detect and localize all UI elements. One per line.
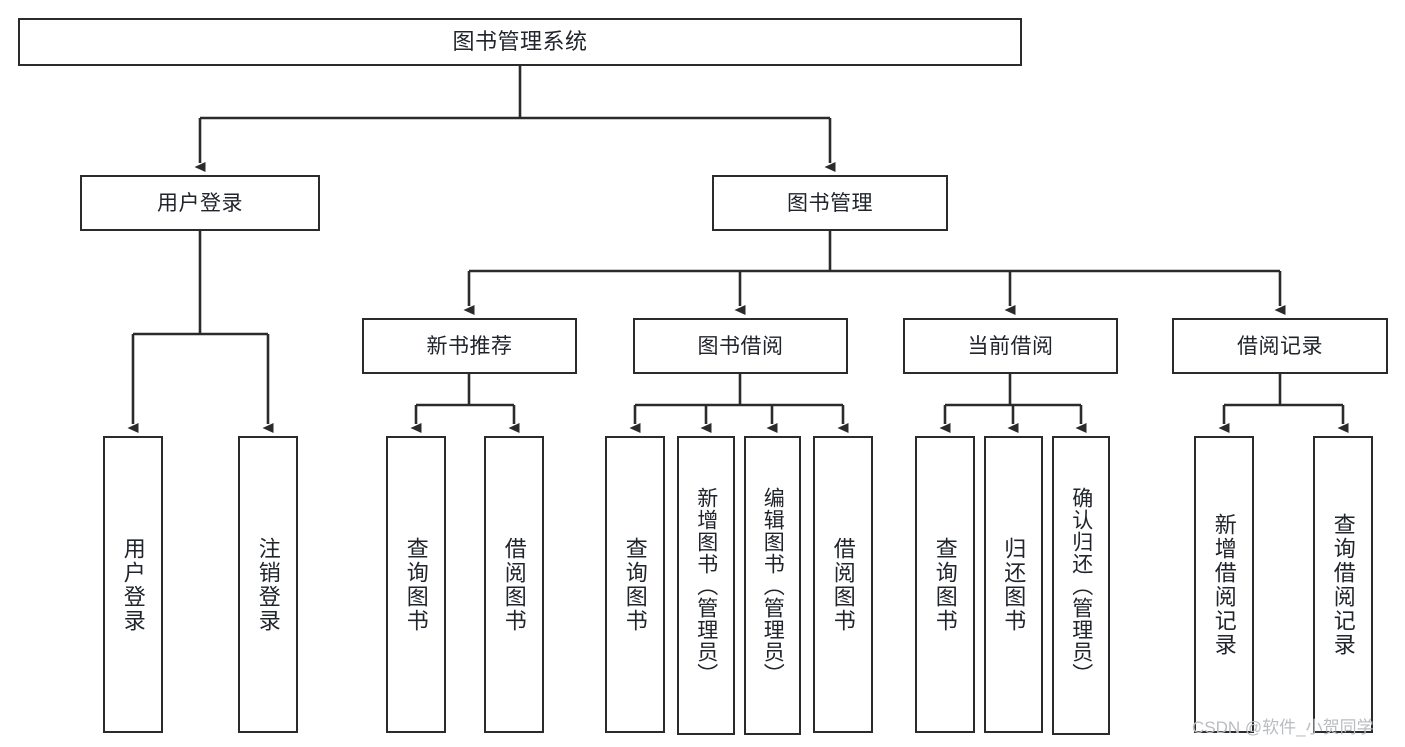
node-label: 查询图书: [403, 536, 429, 633]
leaf-current-borrow-return-book[interactable]: 归还图书: [984, 436, 1043, 733]
leaf-borrow-record-add-record[interactable]: 新增借阅记录: [1194, 436, 1254, 733]
node-user-login[interactable]: 用户登录: [80, 175, 320, 231]
node-root-system[interactable]: 图书管理系统: [18, 18, 1022, 66]
leaf-book-borrow-borrow-book[interactable]: 借阅图书: [813, 436, 873, 733]
leaf-current-borrow-confirm-return-admin[interactable]: 确认归还（管理员）: [1052, 436, 1110, 735]
node-label: 查询图书: [622, 536, 648, 633]
node-label: 当前借阅: [967, 334, 1054, 358]
node-label: 确认归还（管理员）: [1069, 486, 1093, 685]
node-label: 新书推荐: [426, 334, 513, 358]
leaf-current-borrow-query-book[interactable]: 查询图书: [915, 436, 975, 733]
leaf-book-borrow-edit-book-admin[interactable]: 编辑图书（管理员）: [744, 436, 801, 735]
node-label: 图书管理系统: [452, 29, 588, 54]
node-current-borrow[interactable]: 当前借阅: [903, 318, 1118, 374]
node-label: 注销登录: [255, 536, 281, 633]
node-label: 新增借阅记录: [1211, 512, 1237, 657]
node-label: 归还图书: [1001, 536, 1027, 633]
node-label: 查询借阅记录: [1330, 512, 1356, 657]
node-new-book-recommend[interactable]: 新书推荐: [362, 318, 577, 374]
node-label: 借阅记录: [1237, 334, 1323, 358]
node-label: 借阅图书: [501, 536, 527, 633]
node-book-borrow[interactable]: 图书借阅: [633, 318, 848, 374]
leaf-borrow-record-query-record[interactable]: 查询借阅记录: [1313, 436, 1373, 733]
node-label: 借阅图书: [830, 536, 856, 633]
node-label: 图书借阅: [697, 334, 784, 358]
leaf-new-book-query-book[interactable]: 查询图书: [386, 436, 446, 733]
node-label: 编辑图书（管理员）: [761, 486, 785, 685]
leaf-user-login-logout[interactable]: 注销登录: [238, 436, 298, 733]
leaf-user-login-login[interactable]: 用户登录: [103, 436, 163, 733]
node-borrow-record[interactable]: 借阅记录: [1172, 318, 1388, 374]
leaf-new-book-borrow-book[interactable]: 借阅图书: [484, 436, 544, 733]
leaf-book-borrow-query-book[interactable]: 查询图书: [605, 436, 665, 733]
node-label: 图书管理: [787, 191, 873, 215]
node-label: 用户登录: [120, 536, 146, 633]
node-label: 新增图书（管理员）: [694, 486, 718, 685]
csdn-watermark: CSDN @软件_小贺同学: [1192, 718, 1374, 737]
node-label: 查询图书: [932, 536, 958, 633]
leaf-book-borrow-add-book-admin[interactable]: 新增图书（管理员）: [677, 436, 735, 735]
node-label: 用户登录: [157, 191, 243, 215]
node-book-management[interactable]: 图书管理: [712, 175, 948, 231]
